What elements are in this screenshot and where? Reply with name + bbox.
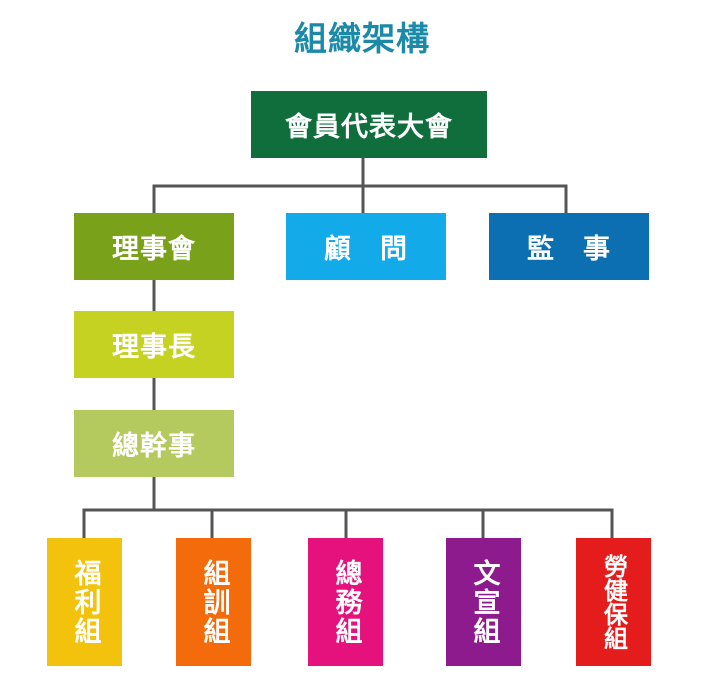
node-assembly: 會員代表大會 <box>251 91 487 158</box>
node-label: 理事會 <box>112 234 196 265</box>
node-label: 文宣組 <box>468 558 500 646</box>
node-welfare: 福利組 <box>47 538 122 666</box>
node-label: 會員代表大會 <box>285 112 453 143</box>
node-publicity: 文宣組 <box>446 538 521 666</box>
node-chairman: 理事長 <box>74 311 234 378</box>
node-secretary-general: 總幹事 <box>74 410 234 477</box>
node-advisor: 顧 問 <box>286 213 446 280</box>
node-supervisor: 監 事 <box>489 213 649 280</box>
node-label: 總務組 <box>330 558 362 646</box>
node-training: 組訓組 <box>176 538 251 666</box>
node-label: 總幹事 <box>112 431 196 462</box>
node-label: 組訓組 <box>198 558 230 646</box>
node-label: 理事長 <box>112 332 196 363</box>
node-label: 福利組 <box>69 558 101 646</box>
chart-title: 組織架構 <box>294 19 430 58</box>
node-general-affairs: 總務組 <box>308 538 383 666</box>
node-label: 顧 問 <box>324 234 408 265</box>
node-label: 監 事 <box>527 234 611 265</box>
node-board: 理事會 <box>74 213 234 280</box>
node-labor-health: 勞健保組 <box>576 538 651 666</box>
node-label: 勞健保組 <box>599 554 628 650</box>
